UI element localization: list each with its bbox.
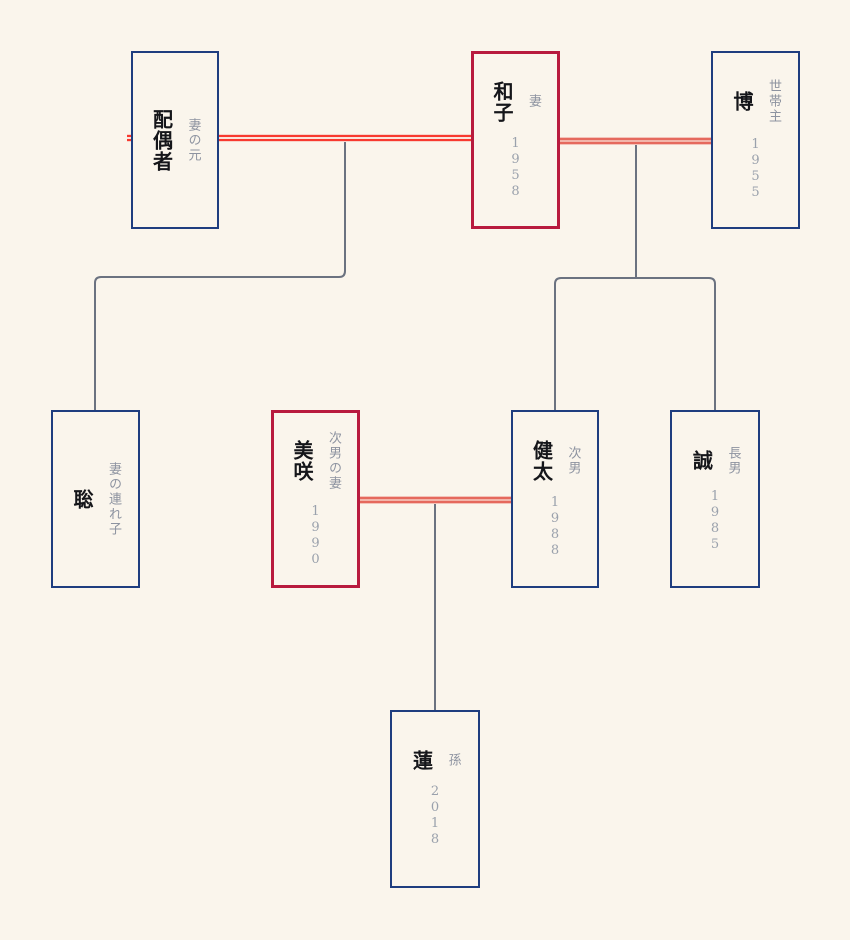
birth-year: 1988 bbox=[547, 494, 563, 559]
person-box-ren[interactable]: 蓮孫 2018 bbox=[390, 710, 480, 888]
relationship-label: 次男の妻 bbox=[326, 430, 341, 491]
relationship-label: 長男 bbox=[725, 445, 741, 476]
person-name: 博 bbox=[730, 91, 754, 112]
marriage-line-misaki-kenta bbox=[360, 496, 511, 504]
person-box-kenta[interactable]: 健太次男 1988 bbox=[511, 410, 599, 588]
name-label-group: 配偶者妻の元 bbox=[148, 109, 203, 172]
marriage-line-spouseex-kazuko bbox=[127, 134, 471, 142]
name-label-group: 聡妻の連れ子 bbox=[68, 462, 123, 537]
birth-year: 2018 bbox=[427, 784, 443, 848]
person-name: 誠 bbox=[689, 450, 714, 471]
birth-year: 1990 bbox=[308, 503, 323, 568]
name-label-group: 博世帯主 bbox=[728, 79, 783, 124]
person-name: 配偶者 bbox=[149, 108, 174, 172]
birth-year: 1955 bbox=[748, 137, 763, 201]
relationship-label: 世帯主 bbox=[766, 79, 781, 124]
name-label-group: 和子妻 bbox=[488, 81, 543, 123]
relationship-label: 妻の元 bbox=[185, 117, 201, 163]
person-name: 美咲 bbox=[290, 439, 314, 482]
person-name: 健太 bbox=[529, 439, 554, 482]
relationship-label: 妻の連れ子 bbox=[106, 461, 121, 537]
name-label-group: 美咲次男の妻 bbox=[288, 431, 343, 491]
person-box-spouse-ex[interactable]: 配偶者妻の元 bbox=[131, 51, 219, 229]
name-label-group: 蓮孫 bbox=[408, 750, 463, 771]
person-box-satoshi[interactable]: 聡妻の連れ子 bbox=[51, 410, 140, 588]
birth-year: 1958 bbox=[508, 135, 523, 200]
name-label-group: 誠長男 bbox=[688, 446, 743, 476]
name-label-group: 健太次男 bbox=[528, 440, 583, 482]
relationship-label: 孫 bbox=[445, 753, 461, 768]
birth-year: 1985 bbox=[707, 488, 723, 553]
person-name: 和子 bbox=[490, 80, 514, 123]
relationship-label: 妻 bbox=[526, 94, 541, 109]
person-name: 蓮 bbox=[409, 750, 434, 771]
marriage-line-kazuko-hiroshi bbox=[560, 137, 711, 145]
connector-couple1-to-satoshi bbox=[94, 142, 346, 411]
person-box-kazuko[interactable]: 和子妻 1958 bbox=[471, 51, 560, 229]
connector-couple2-to-kenta-makoto bbox=[554, 277, 716, 411]
relationship-label: 次男 bbox=[565, 445, 581, 476]
person-name: 聡 bbox=[70, 488, 94, 510]
